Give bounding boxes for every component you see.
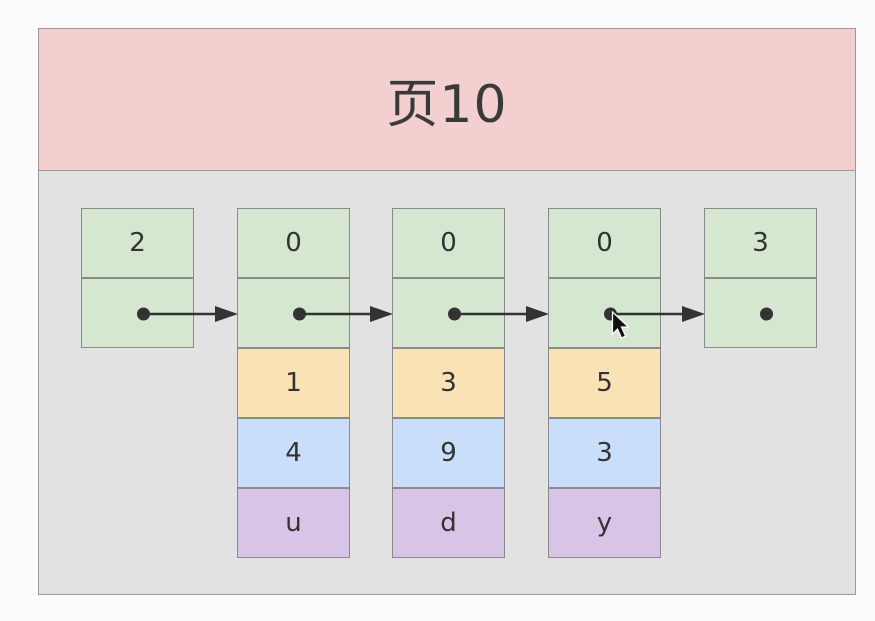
record-3-header-cell: 0 — [548, 208, 661, 278]
page-header: 页10 — [39, 29, 855, 171]
record-1-field-2-cell: 4 — [237, 418, 350, 488]
record-3-field-3-cell: y — [548, 488, 661, 558]
record-2-field-3-cell: d — [392, 488, 505, 558]
infimum-next-pointer-cell — [81, 278, 194, 348]
record-1-next-pointer-cell — [237, 278, 350, 348]
supremum-next-pointer-cell — [704, 278, 817, 348]
record-2-next-pointer-cell — [392, 278, 505, 348]
record-3-field-2-cell: 3 — [548, 418, 661, 488]
record-2-field-1-cell: 3 — [392, 348, 505, 418]
record-3-next-pointer-cell — [548, 278, 661, 348]
infimum-header-cell: 2 — [81, 208, 194, 278]
record-2-field-2-cell: 9 — [392, 418, 505, 488]
page-title: 页10 — [386, 75, 508, 135]
record-3-field-1-cell: 5 — [548, 348, 661, 418]
record-2-header-cell: 0 — [392, 208, 505, 278]
supremum-header-cell: 3 — [704, 208, 817, 278]
record-1-field-3-cell: u — [237, 488, 350, 558]
record-1-header-cell: 0 — [237, 208, 350, 278]
record-1-field-1-cell: 1 — [237, 348, 350, 418]
